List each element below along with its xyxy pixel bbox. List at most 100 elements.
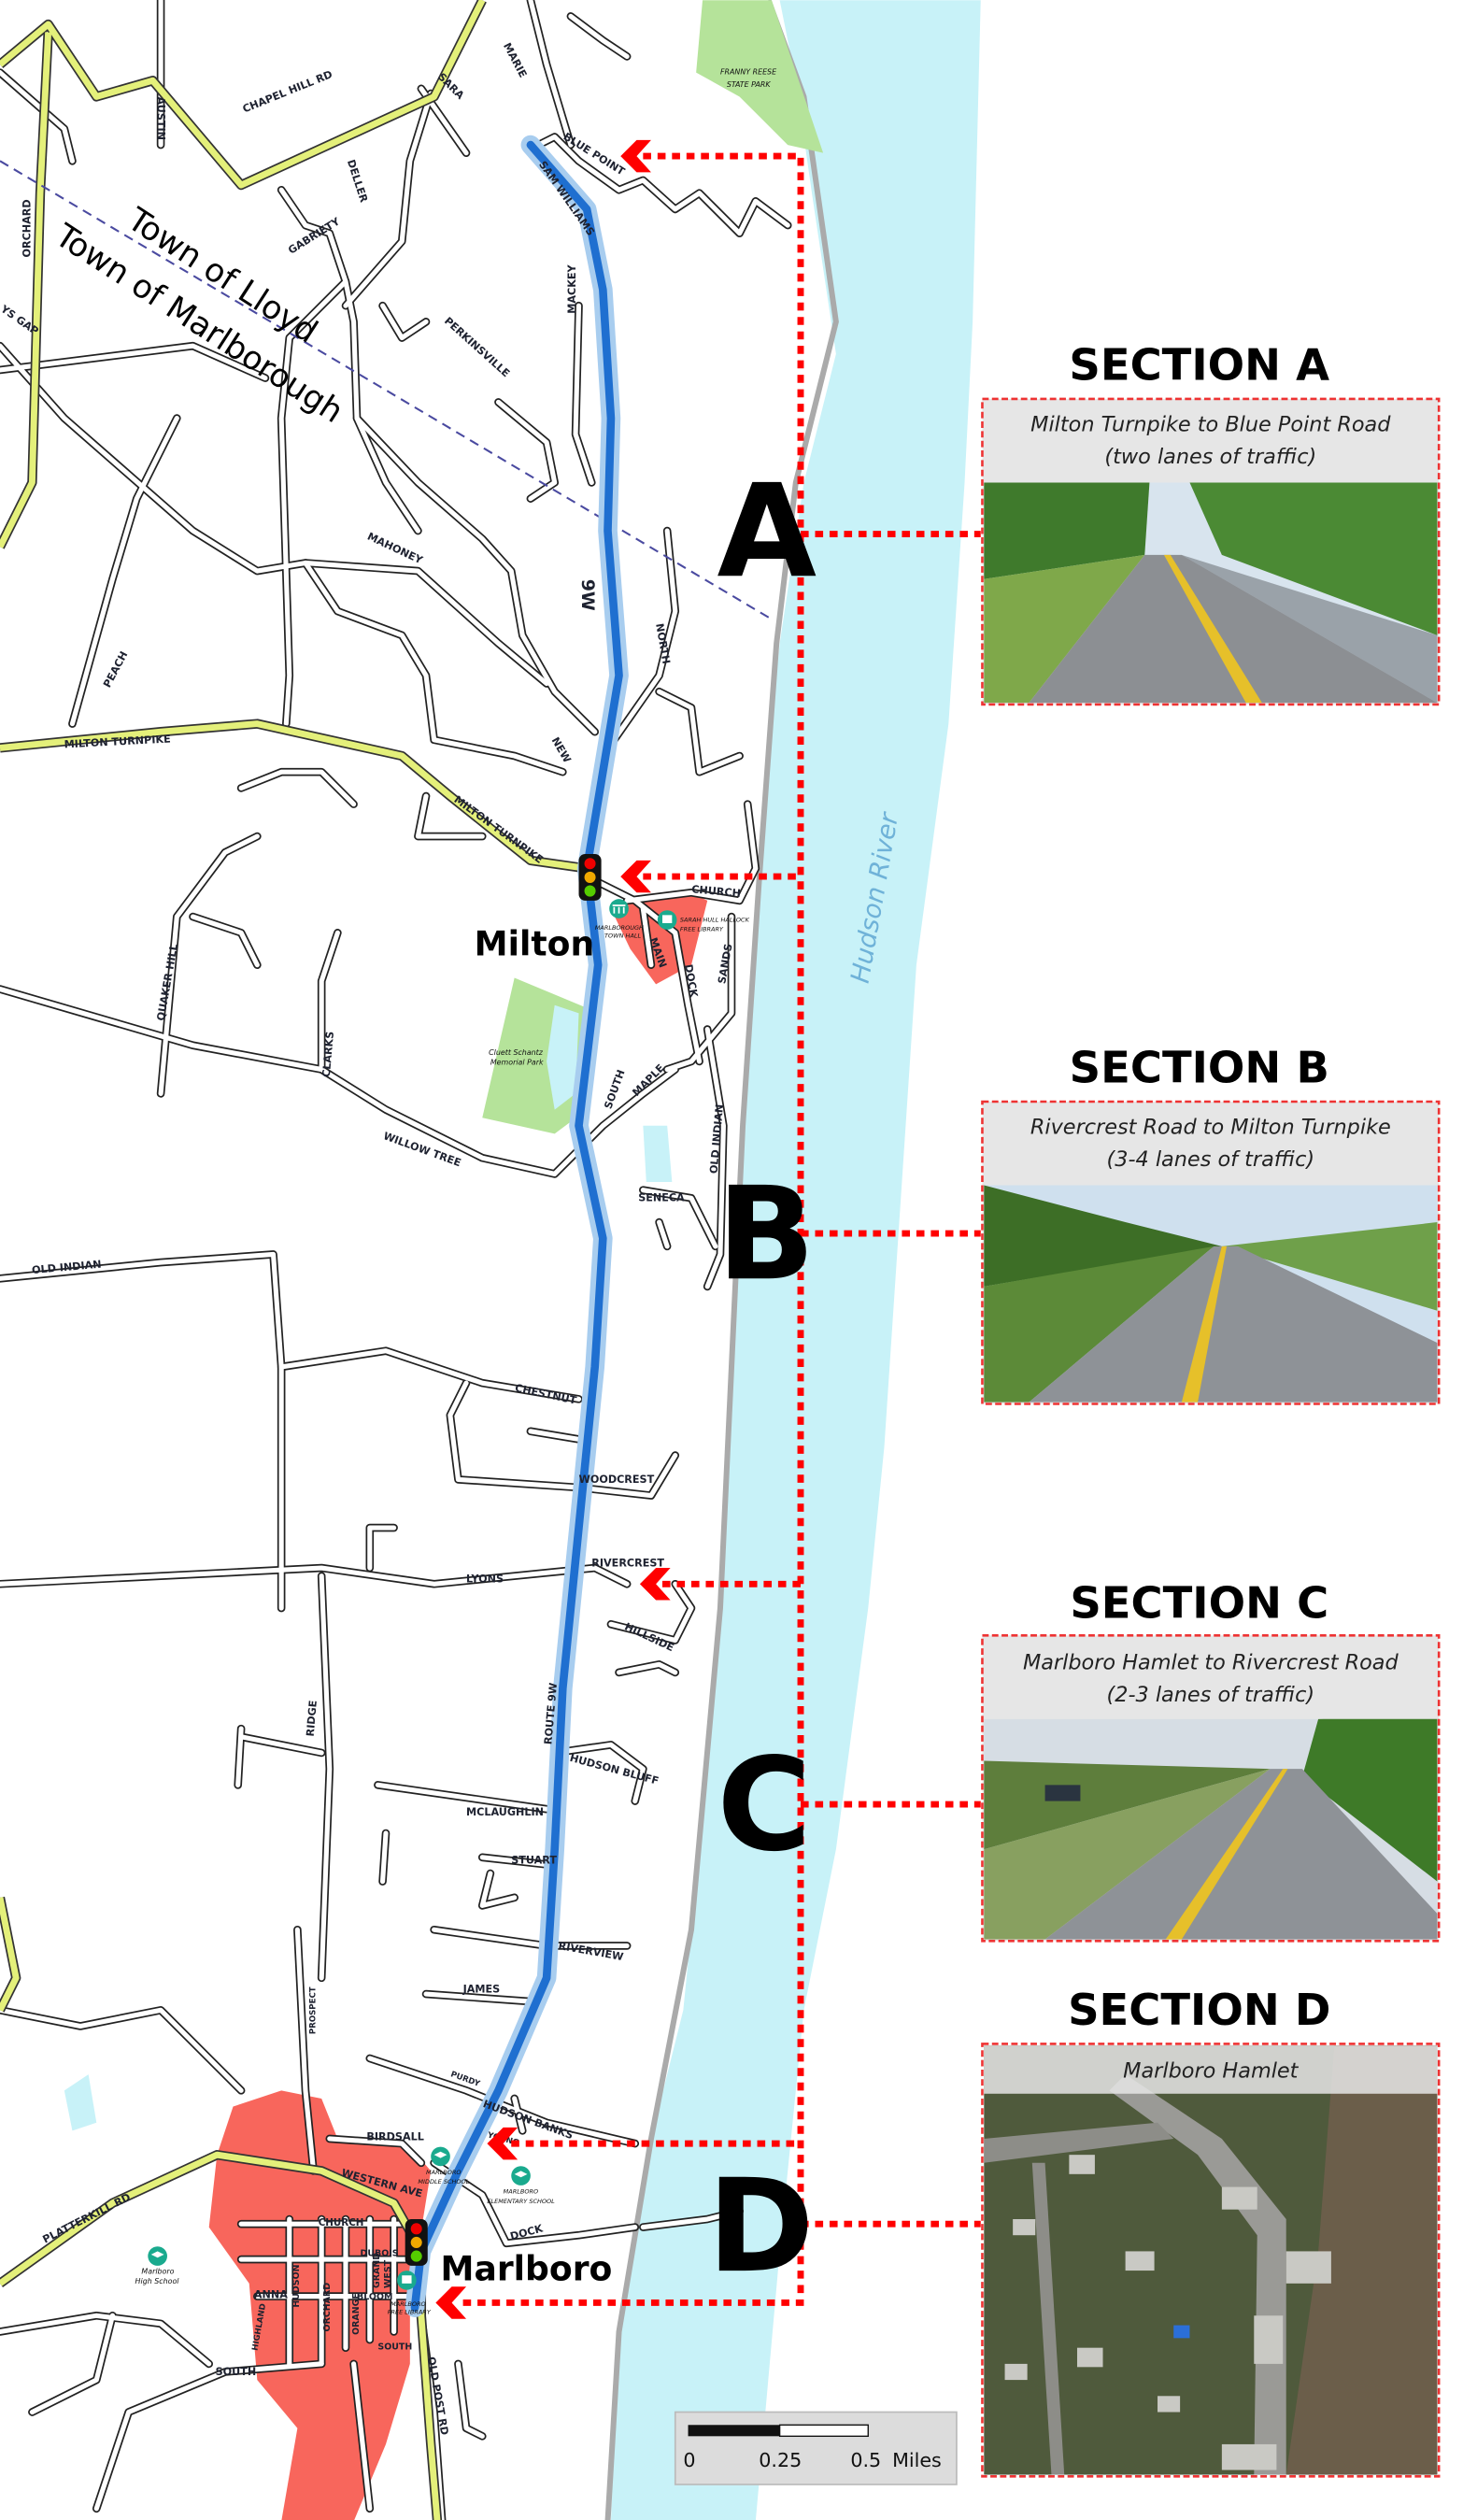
marlboro-middle-school: MARLBORO MIDDLE SCHOOL (418, 2146, 470, 2185)
section-caption: (2-3 lanes of traffic) (1107, 1683, 1315, 1707)
arrow-markers (435, 139, 671, 2319)
poi-label: SARAH HULL HALLOCK (680, 916, 750, 923)
road-label: CHURCH (691, 883, 742, 900)
road-label: PEACH (101, 649, 130, 690)
road-label: RIVERCREST (591, 1557, 664, 1569)
road-label: SENECA (638, 1192, 685, 1204)
road-label: BIRDSALL (366, 2131, 423, 2143)
road-label: HUDSON (291, 2264, 302, 2307)
marlboro-high-school (148, 2246, 167, 2266)
section-letter-a: A (717, 457, 817, 606)
hudson-river (610, 0, 981, 2520)
section-d-panel: SECTION D Marlboro Hamlet (981, 1985, 1441, 2478)
arrow-icon (620, 139, 651, 173)
road-label: JAMES (462, 1983, 501, 1995)
road-label: AUSTIN (155, 96, 167, 140)
road-label: ANNA (254, 2288, 288, 2300)
road-label: WOODCREST (579, 1474, 655, 1486)
section-letter-b: B (717, 1160, 816, 1309)
section-caption: Marlboro Hamlet to Rivercrest Road (1023, 1650, 1399, 1674)
section-letter-d: D (707, 2152, 814, 2301)
road-label: SOUTH (377, 2342, 412, 2352)
road-label: MARIE (501, 41, 529, 80)
section-b-photo (984, 1185, 1438, 1402)
road-label: ROUTE 9W (542, 1682, 560, 1744)
section-caption: (two lanes of traffic) (1104, 445, 1316, 469)
poi-label: ELEMENTARY SCHOOL (487, 2198, 555, 2205)
route-9w-label: 9W (577, 579, 598, 611)
road-label: MILTON TURNPIKE (64, 733, 171, 750)
poi-label: FREE LIBRARY (680, 926, 724, 933)
scale-tick: 0.5 (850, 2449, 881, 2471)
section-title: SECTION A (1069, 339, 1329, 390)
road-label: CLARKS (320, 1031, 336, 1077)
milton-label: Milton (475, 923, 595, 963)
marlboro-free-library: MARLBORO FREE LIBRARY (388, 2271, 432, 2316)
road-label: ORCHARD (21, 199, 34, 257)
section-c-panel: SECTION C Marlboro Hamlet to Rivercrest … (981, 1577, 1441, 1943)
park-label: Memorial Park (490, 1058, 544, 1066)
scale-tick: 0.25 (759, 2449, 802, 2471)
section-caption: Milton Turnpike to Blue Point Road (1030, 412, 1391, 436)
railway (604, 0, 839, 2520)
road-label: GRAND (372, 2253, 382, 2288)
river-island (643, 1125, 673, 1183)
park-label: STATE PARK (727, 80, 772, 89)
section-title: SECTION B (1070, 1042, 1329, 1092)
arrow-icon (639, 1568, 671, 1601)
road-label: DUBOIS (360, 2249, 398, 2259)
road-label: PLATTERKILL RD (41, 2191, 133, 2246)
arrow-icon (435, 2286, 467, 2319)
marlboro-label: Marlboro (441, 2248, 613, 2288)
scale-unit: Miles (892, 2449, 942, 2471)
scale-tick: 0 (683, 2449, 695, 2471)
road-label: OLD INDIAN (708, 1103, 726, 1175)
section-b-panel: SECTION B Rivercrest Road to Milton Turn… (981, 1042, 1441, 1405)
park-pond (547, 1004, 579, 1110)
section-a-panel: SECTION A Milton Turnpike to Blue Point … (981, 339, 1441, 706)
road-label: ORCHARD (322, 2283, 333, 2332)
park-label: Cluett Schantz (489, 1048, 544, 1057)
section-caption: Marlboro Hamlet (1123, 2059, 1300, 2084)
poi-label: MARLBORO (426, 2169, 462, 2176)
park-label: FRANNY REESE (720, 67, 776, 76)
road-label: DELLER (345, 158, 370, 204)
poi-label: MARLBOROUGH (595, 924, 644, 932)
section-title: SECTION C (1070, 1577, 1328, 1628)
section-letter-c: C (717, 1730, 812, 1880)
traffic-signal-icon (578, 853, 602, 901)
road-label: WILLOW TREE (382, 1130, 463, 1169)
road-label: OLD INDIAN (32, 1259, 103, 1276)
poi-label: Marlboro (141, 2268, 174, 2276)
scale-bar: 0 0.25 0.5 Miles (674, 2411, 958, 2485)
road-label: DOCK (682, 963, 700, 999)
road-label: STUART (511, 1855, 557, 1867)
sarah-hull-hallock-free-library: SARAH HULL HALLOCK FREE LIBRARY (657, 910, 750, 933)
poi-label: MARLBORO (504, 2187, 539, 2195)
poi-label: High School (135, 2277, 180, 2285)
road-label: ORANGE (351, 2293, 362, 2335)
road-label: PROSPECT (308, 1986, 318, 2034)
poi-label: MIDDLE SCHOOL (418, 2178, 469, 2185)
section-caption: Rivercrest Road to Milton Turnpike (1030, 1115, 1391, 1139)
road-label: QUAKER HILL (155, 943, 180, 1021)
poi-label: FREE LIBRARY (388, 2309, 432, 2316)
section-a-photo (984, 482, 1438, 704)
traffic-signal-icon (405, 2219, 428, 2266)
section-title: SECTION D (1068, 1985, 1330, 2035)
road-label: BLOOM (357, 2292, 392, 2302)
road-label: MCLAUGHLIN (466, 1806, 544, 1818)
road-label: SOUTH (216, 2366, 257, 2378)
arrow-icon (620, 860, 651, 893)
marlboro-elementary-school: MARLBORO ELEMENTARY SCHOOL (487, 2166, 555, 2205)
pond (64, 2074, 97, 2131)
road-label: RIDGE (305, 1700, 320, 1737)
road-label: MACKEY (566, 264, 578, 314)
road-label: CHURCH (319, 2217, 364, 2228)
franny-reese-state-park (696, 0, 824, 153)
road-label: MILTON TURNPIKE (452, 793, 546, 866)
road-label: MAHONEY (365, 531, 425, 567)
section-c-photo (984, 1718, 1438, 1940)
road-label: CHESTNUT (514, 1382, 578, 1407)
poi-label: MARLBORO (391, 2300, 426, 2308)
